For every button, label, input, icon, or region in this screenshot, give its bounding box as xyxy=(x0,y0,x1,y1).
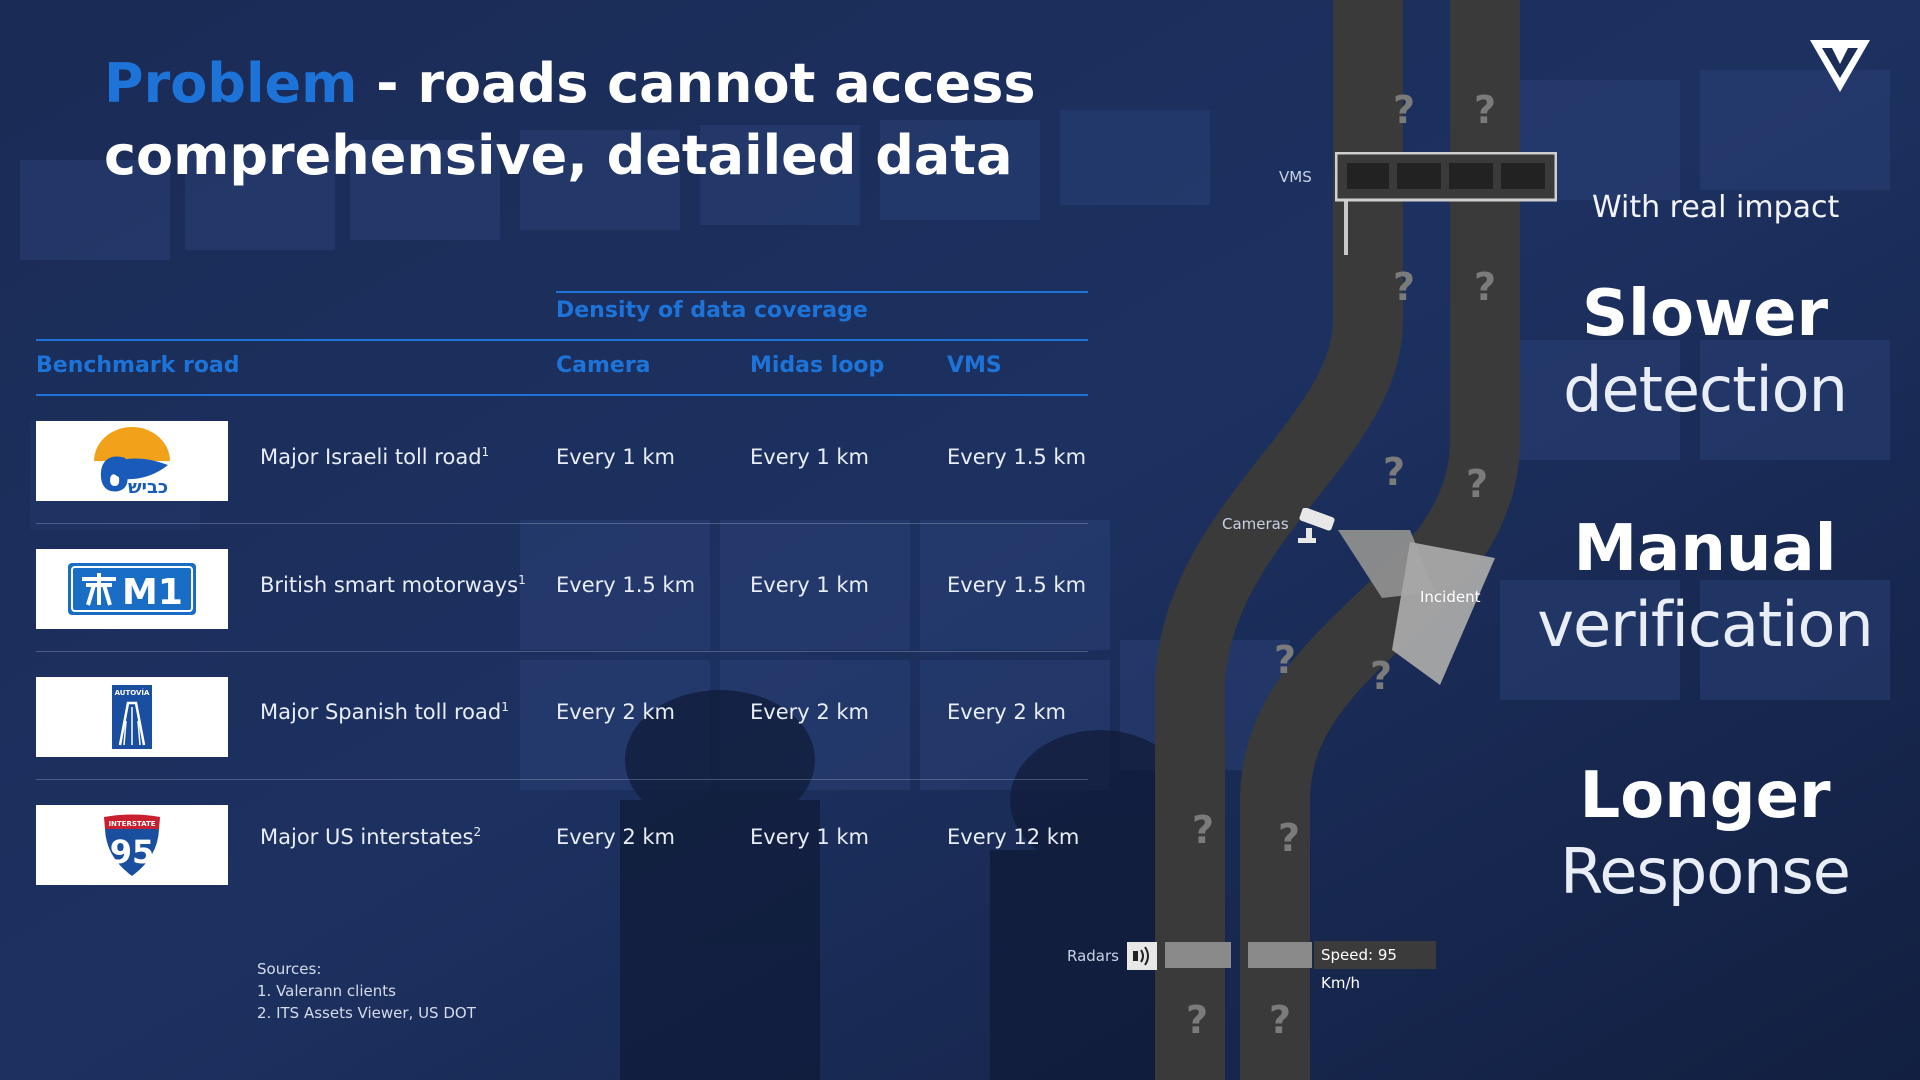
title-accent: Problem xyxy=(104,52,358,115)
cameras-label: Cameras xyxy=(1222,515,1289,533)
row-camera: Every 2 km xyxy=(556,700,676,724)
impact-slower: Slower xyxy=(1581,277,1829,351)
question-mark: ? xyxy=(1474,88,1497,132)
question-mark: ? xyxy=(1466,462,1489,506)
question-mark: ? xyxy=(1383,450,1406,494)
group-header: Density of data coverage xyxy=(556,298,868,323)
row-vms: Every 2 km xyxy=(947,700,1067,724)
sources-heading: Sources: xyxy=(257,960,322,978)
col-header-midas: Midas loop xyxy=(750,353,885,378)
col-header-camera: Camera xyxy=(556,353,651,378)
row-midas: Every 1 km xyxy=(750,445,870,469)
row-vms: Every 1.5 km xyxy=(947,445,1087,469)
row-separator xyxy=(36,523,1088,524)
row-road-name: Major US interstates2 xyxy=(260,825,482,849)
question-mark: ? xyxy=(1192,808,1215,852)
incident-cone xyxy=(1392,542,1495,685)
impact-verification: verification xyxy=(1537,588,1873,661)
row-midas: Every 1 km xyxy=(750,825,870,849)
header-top-line xyxy=(36,339,1088,341)
impact-manual: Manual xyxy=(1573,512,1837,586)
source-item: 2. ITS Assets Viewer, US DOT xyxy=(257,1004,476,1022)
logo-israel-road6: 6 כביש xyxy=(36,421,228,501)
row-camera: Every 2 km xyxy=(556,825,676,849)
vms-sign xyxy=(1335,152,1557,202)
question-mark: ? xyxy=(1274,638,1297,682)
road-diagram xyxy=(1155,0,1520,1080)
row-road-name: Major Spanish toll road1 xyxy=(260,700,509,724)
us-number: 95 xyxy=(110,833,155,871)
camera-icon xyxy=(1298,508,1335,543)
logo-spain-autovia: AUTOVÍA xyxy=(36,677,228,757)
question-mark: ? xyxy=(1393,88,1416,132)
impact-response: Response xyxy=(1560,835,1851,908)
sources: Sources: 1. Valerann clients 2. ITS Asse… xyxy=(257,958,476,1024)
incident-label: Incident xyxy=(1420,588,1481,606)
uk-text: M1 xyxy=(122,572,183,613)
logo-uk-m1: M1 xyxy=(36,549,228,629)
speed-readout: Speed: 95 Km/h xyxy=(1314,941,1436,992)
israel-number: 6 xyxy=(98,448,130,501)
impact-longer: Longer xyxy=(1579,759,1831,833)
impact-detection: detection xyxy=(1563,353,1848,426)
israel-text: כביש xyxy=(128,477,168,498)
row-midas: Every 2 km xyxy=(750,700,870,724)
spain-text: AUTOVÍA xyxy=(115,688,150,697)
group-header-line xyxy=(556,291,1088,293)
radars-label: Radars xyxy=(1067,947,1119,965)
impact-heading: With real impact xyxy=(1592,190,1840,225)
row-road-name: Major Israeli toll road1 xyxy=(260,445,490,469)
row-camera: Every 1.5 km xyxy=(556,573,696,597)
question-mark: ? xyxy=(1269,998,1292,1042)
row-midas: Every 1 km xyxy=(750,573,870,597)
page-title: Problem - roads cannot access comprehens… xyxy=(104,48,1304,192)
row-road-name: British smart motorways1 xyxy=(260,573,526,597)
vms-label: VMS xyxy=(1279,168,1312,186)
row-vms: Every 1.5 km xyxy=(947,573,1087,597)
logo-icon xyxy=(1810,40,1870,92)
col-header-benchmark: Benchmark road xyxy=(36,353,240,378)
col-header-vms: VMS xyxy=(947,353,1002,378)
row-separator xyxy=(36,779,1088,780)
us-top-text: INTERSTATE xyxy=(108,820,155,828)
question-mark: ? xyxy=(1278,816,1301,860)
row-camera: Every 1 km xyxy=(556,445,676,469)
source-item: 1. Valerann clients xyxy=(257,982,396,1000)
logo-us-interstate95: INTERSTATE 95 xyxy=(36,805,228,885)
question-mark: ? xyxy=(1474,265,1497,309)
question-mark: ? xyxy=(1393,265,1416,309)
question-mark: ? xyxy=(1370,654,1393,698)
radar-icon xyxy=(1127,942,1157,970)
row-separator xyxy=(36,651,1088,652)
title-rest: - roads cannot access comprehensive, det… xyxy=(104,52,1036,187)
row-vms: Every 12 km xyxy=(947,825,1080,849)
question-mark: ? xyxy=(1186,998,1209,1042)
header-bottom-line xyxy=(36,394,1088,396)
